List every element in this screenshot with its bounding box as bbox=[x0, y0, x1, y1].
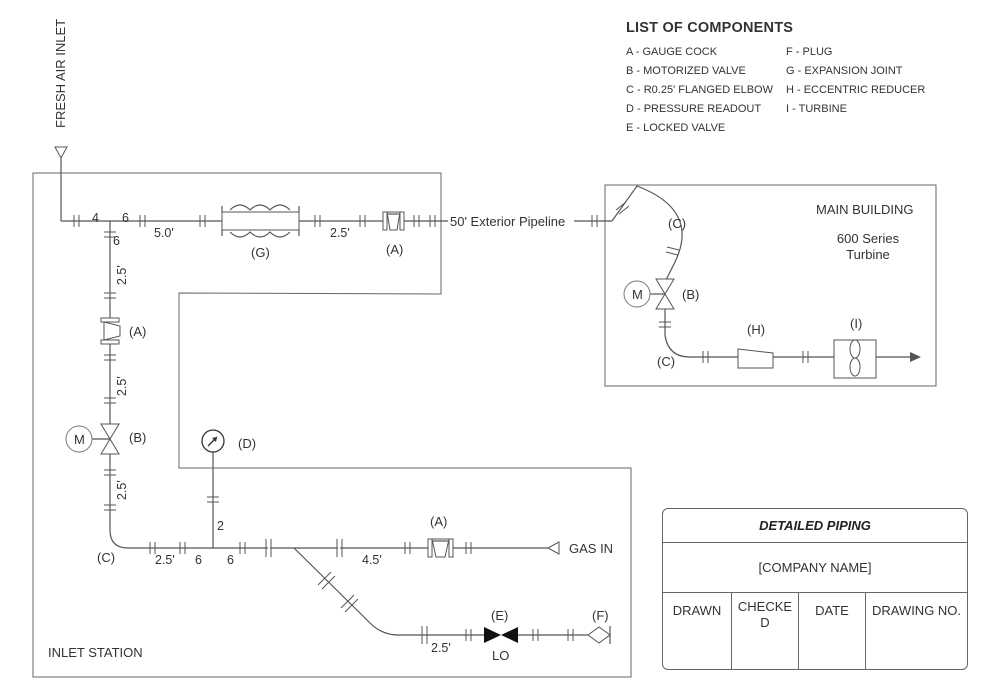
gauge-cock-icon bbox=[427, 538, 454, 558]
inlet-station-outline bbox=[32, 172, 632, 678]
legend-item: E - LOCKED VALVE bbox=[626, 122, 726, 134]
gauge-cock-icon bbox=[382, 211, 405, 231]
dimension-label: 5.0' bbox=[154, 226, 174, 240]
dimension-label: 2 bbox=[217, 519, 224, 533]
checked-label: CHECKE bbox=[737, 599, 793, 614]
company-name: [COMPANY NAME] bbox=[663, 543, 967, 593]
motor-label: M bbox=[74, 432, 85, 447]
gas-in-label: GAS IN bbox=[569, 541, 613, 556]
tag-i: (I) bbox=[850, 316, 862, 331]
legend-right-column: F - PLUG G - EXPANSION JOINT H - ECCENTR… bbox=[786, 43, 925, 119]
tag-a: (A) bbox=[430, 514, 447, 529]
dimension-label: 6 bbox=[195, 553, 202, 567]
tag-e: (E) bbox=[491, 608, 508, 623]
tag-f: (F) bbox=[592, 608, 609, 623]
motorized-valve-icon bbox=[65, 423, 120, 455]
fresh-air-inlet-icon bbox=[54, 146, 68, 160]
dimension-label: 4.5' bbox=[362, 553, 382, 567]
tag-c: (C) bbox=[657, 354, 675, 369]
dimension-label: 6 bbox=[113, 234, 120, 248]
exterior-pipeline-label: 50' Exterior Pipeline bbox=[450, 214, 565, 229]
pressure-gauge-icon bbox=[201, 429, 225, 453]
legend-item: F - PLUG bbox=[786, 46, 833, 58]
dimension-label: 2.5' bbox=[115, 376, 129, 396]
drawing-number-field: DRAWING NO. bbox=[871, 603, 962, 618]
expansion-joint-icon bbox=[221, 204, 300, 238]
turbine-icon bbox=[833, 339, 877, 379]
tag-b: (B) bbox=[682, 287, 699, 302]
dimension-label: 2.5' bbox=[115, 480, 129, 500]
main-building-outline bbox=[604, 184, 937, 387]
tag-a: (A) bbox=[129, 324, 146, 339]
eccentric-reducer-icon bbox=[737, 348, 774, 369]
title-block: DETAILED PIPING [COMPANY NAME] DRAWN CHE… bbox=[662, 508, 968, 670]
tag-a: (A) bbox=[386, 242, 403, 257]
turbine-caption: 600 Series bbox=[837, 231, 900, 246]
motorized-valve-icon bbox=[623, 278, 675, 310]
drawn-field: DRAWN bbox=[663, 593, 732, 669]
dimension-label: 4 bbox=[92, 211, 99, 225]
tag-b: (B) bbox=[129, 430, 146, 445]
dimension-label: 6 bbox=[122, 211, 129, 225]
tag-h: (H) bbox=[747, 322, 765, 337]
legend-item: G - EXPANSION JOINT bbox=[786, 65, 903, 77]
tag-g: (G) bbox=[251, 245, 270, 260]
legend-item: C - R0.25' FLANGED ELBOW bbox=[626, 84, 773, 96]
flow-arrow-icon bbox=[910, 352, 921, 362]
locked-valve-icon bbox=[484, 627, 518, 643]
tag-c: (C) bbox=[668, 216, 686, 231]
turbine-caption: Turbine bbox=[846, 247, 890, 262]
motor-label: M bbox=[632, 287, 643, 302]
dimension-label: 2.5' bbox=[330, 226, 350, 240]
legend-title: LIST OF COMPONENTS bbox=[626, 20, 794, 36]
legend-item: B - MOTORIZED VALVE bbox=[626, 65, 746, 77]
dimension-label: 2.5' bbox=[115, 265, 129, 285]
main-building-label: MAIN BUILDING bbox=[816, 202, 914, 217]
legend-item: A - GAUGE COCK bbox=[626, 46, 718, 58]
checked-field: CHECKE D bbox=[732, 593, 799, 669]
flange-ticks bbox=[73, 201, 809, 644]
tag-d: (D) bbox=[238, 436, 256, 451]
dimension-label: 6 bbox=[227, 553, 234, 567]
gas-in-icon bbox=[546, 541, 560, 555]
dimension-label: 2.5' bbox=[155, 553, 175, 567]
title-block-title: DETAILED PIPING bbox=[663, 509, 967, 543]
locked-out-label: LO bbox=[492, 648, 509, 663]
legend-item: I - TURBINE bbox=[786, 103, 847, 115]
tag-c: (C) bbox=[97, 550, 115, 565]
checked-label: D bbox=[760, 615, 770, 630]
gauge-cock-icon bbox=[100, 317, 121, 345]
date-field: DATE bbox=[799, 593, 866, 669]
legend-item: H - ECCENTRIC REDUCER bbox=[786, 84, 926, 96]
plug-icon bbox=[587, 626, 611, 644]
title-block-fields: DRAWN CHECKE D DATE DRAWING NO. bbox=[663, 593, 967, 669]
inlet-station-label: INLET STATION bbox=[48, 645, 143, 660]
dimension-label: 2.5' bbox=[431, 641, 451, 655]
fresh-air-inlet-label: FRESH AIR INLET bbox=[53, 19, 68, 128]
legend-item: D - PRESSURE READOUT bbox=[626, 103, 762, 115]
legend-left-column: A - GAUGE COCK B - MOTORIZED VALVE C - R… bbox=[626, 43, 773, 138]
